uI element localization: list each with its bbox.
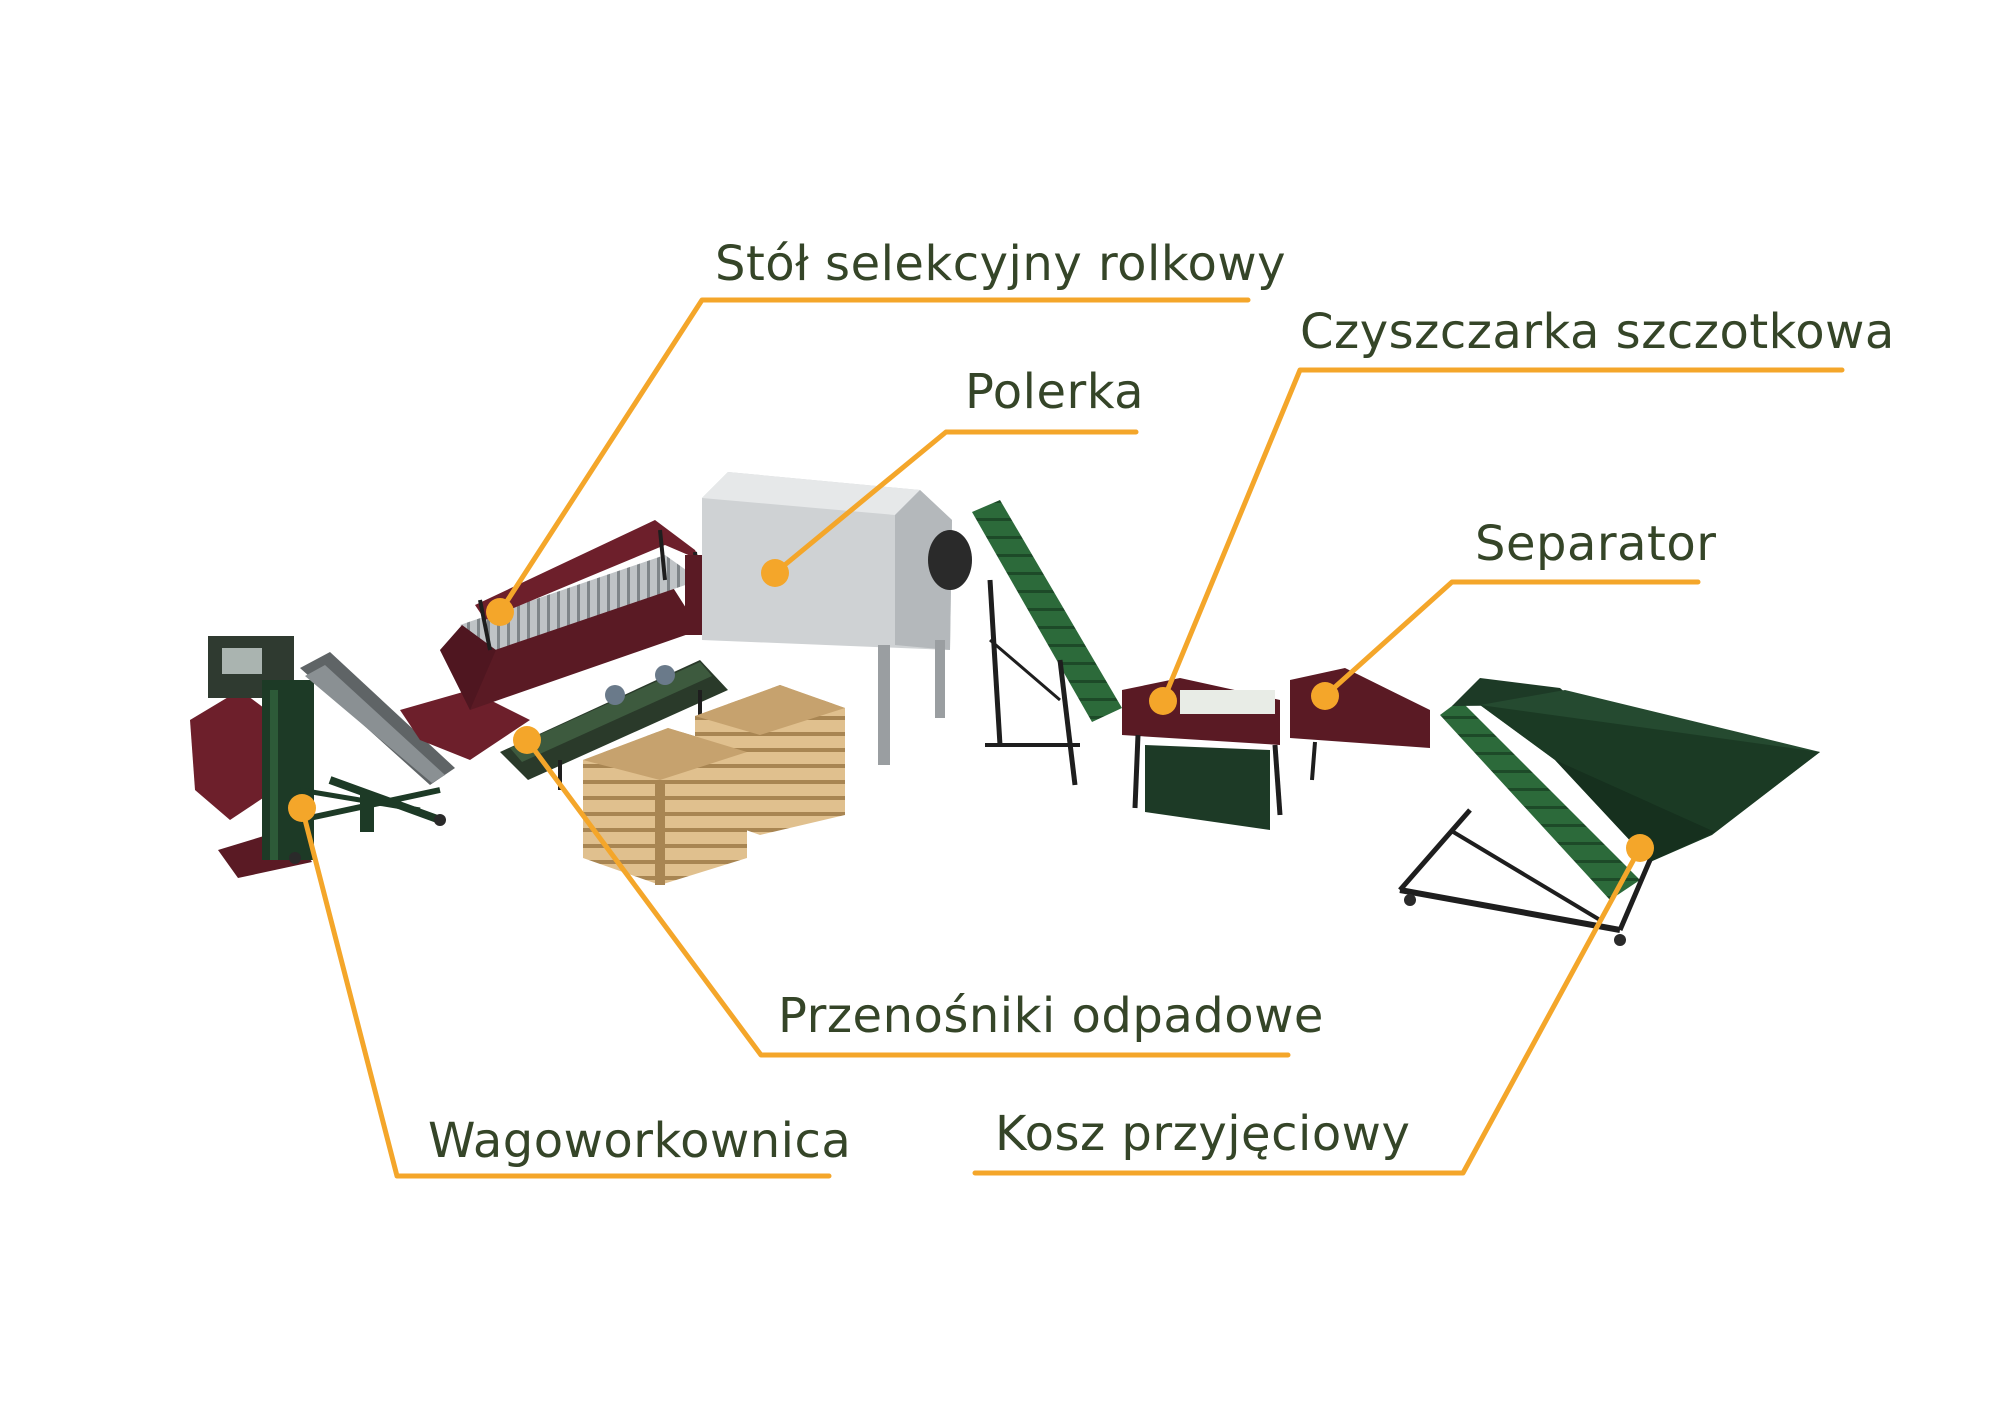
elevator-conveyor [972, 500, 1122, 786]
stol-selekcyjny-machine [400, 520, 707, 760]
leader-stol [497, 297, 1251, 615]
leader-separator [1322, 579, 1701, 699]
dot-czyszczarka [1149, 687, 1177, 715]
separator-machine [1290, 668, 1430, 781]
leader-kosz [972, 845, 1643, 1176]
przenosniki-machine [500, 660, 728, 790]
wooden-crates [583, 685, 845, 885]
label-stol-selekcyjny-rolkowy: Stół selekcyjny rolkowy [715, 236, 1286, 292]
dot-przenosniki [513, 726, 541, 754]
dot-stol [486, 598, 514, 626]
dot-separator [1311, 682, 1339, 710]
leader-polerka [772, 429, 1139, 576]
leader-czyszczarka [1160, 367, 1845, 704]
kosz-machine [1398, 678, 1820, 946]
label-separator: Separator [1475, 516, 1717, 572]
label-kosz-przyjeciowy: Kosz przyjęciowy [995, 1106, 1411, 1162]
dot-wagoworkownica [288, 794, 316, 822]
wagoworkownica-machine [190, 636, 455, 878]
polerka-machine [702, 472, 972, 765]
label-czyszczarka-szczotkowa: Czyszczarka szczotkowa [1300, 304, 1895, 360]
label-polerka: Polerka [965, 364, 1145, 420]
leader-wagoworkownica [299, 805, 832, 1179]
dot-kosz [1626, 834, 1654, 862]
leader-przenosniki [524, 737, 1291, 1058]
label-wagoworkownica: Wagoworkownica [428, 1113, 852, 1169]
machinery-illustration [190, 472, 1820, 946]
label-przenosniki-odpadowe: Przenośniki odpadowe [778, 988, 1324, 1044]
czyszczarka-machine [1122, 678, 1283, 830]
dot-polerka [761, 559, 789, 587]
